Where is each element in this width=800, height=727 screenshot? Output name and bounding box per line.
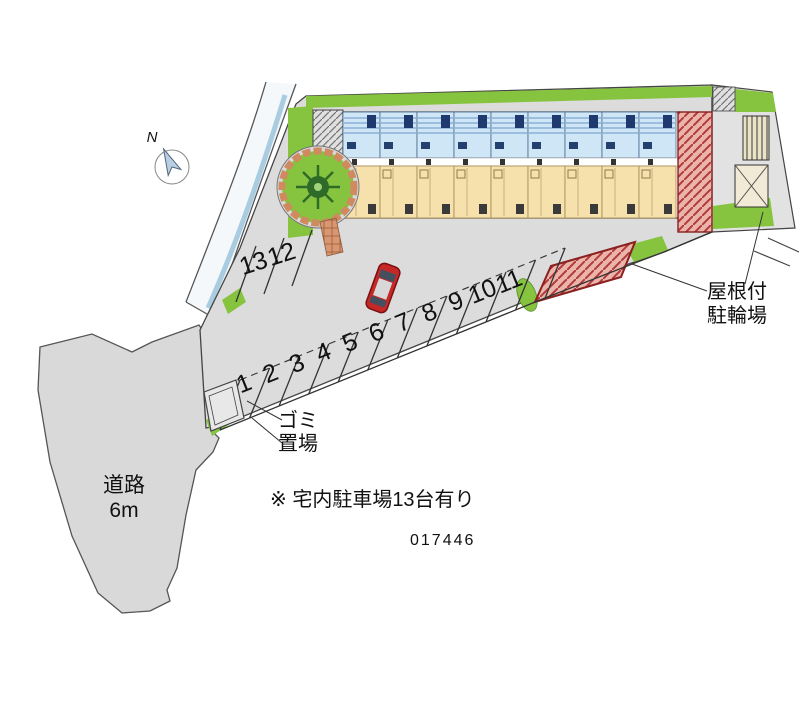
compass-needle-icon (162, 147, 183, 178)
bike-rack-structure (742, 115, 770, 161)
parking-inner-dashed-line (239, 247, 566, 381)
compass-circle-icon (154, 149, 190, 185)
garbage-leader-lines (246, 400, 283, 444)
building-units-top (342, 111, 677, 159)
parking-dividers-12-13 (235, 229, 313, 303)
curved-road-left-curb (185, 81, 267, 303)
covered-bike-parking (533, 240, 637, 304)
garbage-label-line1: ゴミ (278, 409, 318, 432)
greenery-top-strip (306, 86, 712, 108)
plan-id: 017446 (410, 532, 475, 549)
right-structures (712, 86, 800, 267)
apartment-building (312, 109, 713, 233)
bike-parking-label-group: 屋根付 駐輪場 (631, 211, 767, 327)
greenery-topright (735, 89, 776, 112)
road-label-line2: 6m (109, 499, 138, 522)
building-units-bottom (342, 165, 677, 219)
brick-path (319, 217, 344, 257)
greenery-near-bike-right (625, 236, 668, 262)
cross-brace-lines (734, 164, 769, 208)
greenery-space13 (222, 288, 246, 314)
garbage-enclosure-inner (208, 386, 239, 426)
curved-road-stream (205, 94, 288, 310)
building-middle-band (342, 157, 681, 167)
parking-note: ※ 宅内駐車場13台有り (270, 488, 475, 511)
corner-hatch-block (712, 86, 736, 112)
curved-road-top (185, 81, 297, 319)
north-label: N (147, 129, 158, 146)
parking-edge-line (219, 231, 713, 431)
bike-parking-leader-lines (631, 211, 764, 292)
bike-parking-label-line1: 屋根付 (707, 280, 767, 303)
bike-parking-label-line2: 駐輪場 (707, 304, 767, 327)
north-compass: N (147, 129, 190, 185)
landscape-circle (276, 145, 360, 257)
end-building-hatched (677, 111, 713, 233)
road-label-line1: 道路 (103, 474, 145, 497)
garbage-label-line2: 置場 (278, 432, 318, 455)
garbage-area: ゴミ 置場 (203, 379, 318, 455)
tree-icon (296, 165, 340, 209)
car-icon (365, 262, 401, 314)
bike-parking-canopy (533, 240, 637, 304)
left-road-surface (37, 324, 220, 614)
left-road: 道路 6m (37, 324, 220, 614)
boundary-tick-lines (753, 237, 800, 267)
